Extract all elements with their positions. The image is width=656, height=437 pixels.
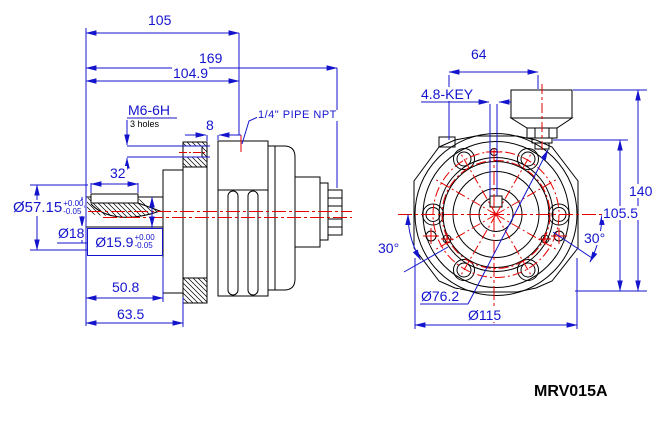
housing-outline — [413, 135, 579, 293]
dim-pilot-diameter-label: Ø57.15+0.00-0.05 — [12, 199, 85, 217]
m6-tapped-hole — [182, 145, 203, 158]
dim-key-length-label: 32 — [109, 165, 127, 181]
dim-bolt-circle-label: Ø76.2 — [420, 288, 461, 304]
npt-leader — [241, 116, 259, 145]
flange-section-hatch-bottom — [182, 277, 208, 304]
body-slot-right — [247, 190, 259, 296]
dim-762-leader — [467, 149, 549, 305]
key-spec-label: 4.8-KEY — [420, 86, 475, 102]
motor-body — [217, 140, 269, 297]
dim-shaft-rear-diameter-label: Ø18 — [57, 225, 86, 241]
dim-overall-length-label: 169 — [198, 50, 224, 66]
drawing-title: MRV015A — [534, 383, 608, 400]
angle-left-line — [403, 246, 449, 273]
dim-front-length-label: 63.5 — [116, 306, 146, 322]
hole-cross-marks — [423, 151, 567, 245]
dim-tank-offset-label: 64 — [470, 46, 488, 62]
angle-left-label: 30° — [377, 240, 401, 256]
rear-nut — [327, 189, 343, 236]
shaft-key — [90, 193, 139, 204]
dim-overall-height-label: 140 — [628, 183, 654, 199]
body-slot-left — [227, 190, 239, 296]
dim-flange-step-label: 8 — [205, 117, 215, 133]
front-view-outline — [413, 89, 579, 296]
dim-body-length-label: 104.9 — [172, 65, 210, 81]
small-hole-circle — [441, 160, 551, 269]
front-view-centerlines — [398, 84, 613, 325]
thread-note-label: 3 holes — [129, 119, 161, 129]
radial-spokes — [435, 153, 557, 276]
dim-shaft-length-label: 50.8 — [111, 279, 141, 295]
dim-shaft-diameter-label: Ø15.9+0.00-0.05 — [87, 228, 163, 256]
dim-body-height-label: 105.5 — [602, 205, 640, 221]
angle-right-line — [552, 231, 593, 259]
keyway-slot — [489, 195, 503, 208]
thread-spec-label: M6-6H — [127, 102, 172, 118]
angle-right-label: 30° — [583, 230, 607, 246]
dim-flange-diameter-label: Ø115 — [467, 307, 503, 323]
pipe-port-label: 1/4" PIPE NPT — [257, 109, 338, 121]
dim-shaft-to-port-label: 105 — [147, 12, 173, 28]
housing-tab — [438, 136, 456, 148]
side-view-centerlines — [88, 135, 352, 218]
angle-left-arc — [405, 213, 422, 261]
hex-flats — [534, 128, 550, 138]
rear-nut-flats — [328, 197, 342, 228]
pilot-ring — [162, 169, 184, 294]
